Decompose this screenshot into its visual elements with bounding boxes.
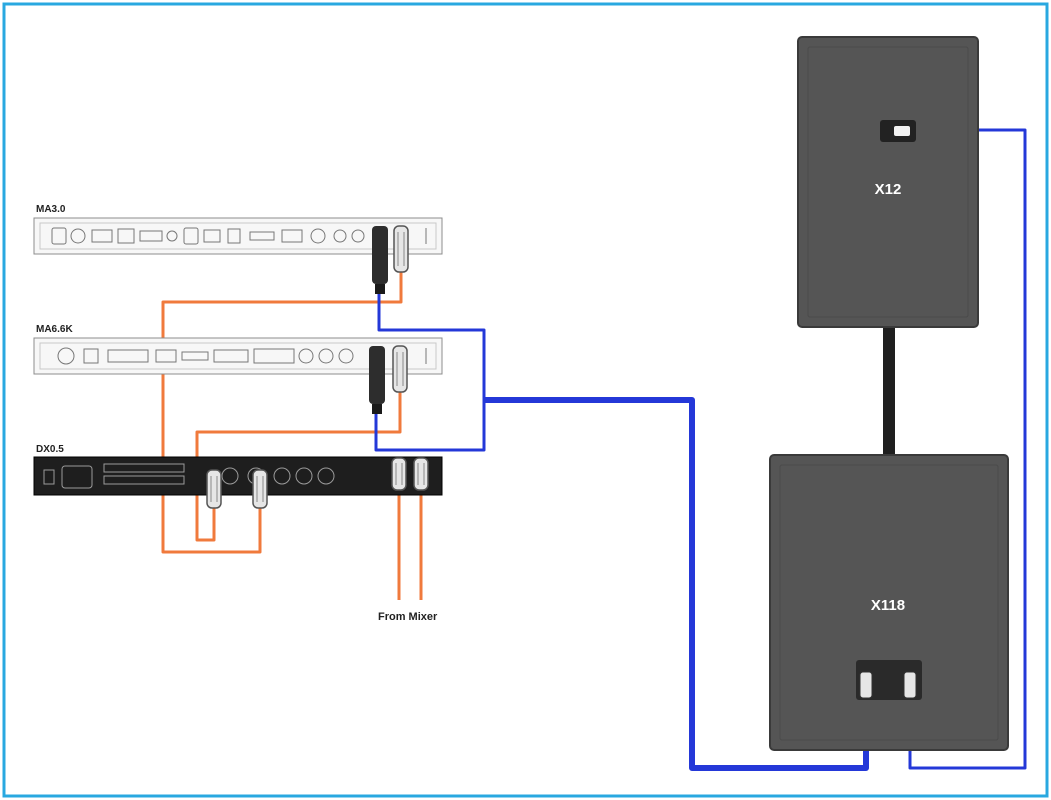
speaker-x12-input-jack <box>880 120 916 142</box>
speaker-label-x118: X118 <box>871 597 905 614</box>
dx05-xlr-out-connector-1 <box>206 469 222 509</box>
blue-cable-ma30-out <box>377 292 486 400</box>
ma30-xlr-in-connector <box>393 225 409 273</box>
ma66k-speakon-out-connector <box>369 346 385 414</box>
speaker-x118: X118 <box>769 454 1009 751</box>
ma66k-panel-components <box>57 347 427 365</box>
dx05-panel-components <box>43 463 335 489</box>
speaker-label-x12: X12 <box>875 181 902 198</box>
device-ma30: MA3.0 <box>33 204 443 294</box>
ma30-speakon-out-connector <box>372 226 388 294</box>
dx05-xlr-out-connector-2 <box>252 469 268 509</box>
ma66k-inner-outline <box>39 342 437 370</box>
ma66k-xlr-in-connector <box>392 345 408 393</box>
caption-from-mixer: From Mixer <box>378 611 438 623</box>
speaker-x12-cabinet <box>797 36 979 328</box>
ma30-inner-outline <box>39 222 437 250</box>
dx05-xlr-in-connector-1 <box>391 457 407 491</box>
speaker-x12: X12 <box>797 36 979 328</box>
device-label-ma30: MA3.0 <box>36 204 66 215</box>
dx05-xlr-in-connector-2 <box>413 457 429 491</box>
speaker-x12-face <box>807 46 969 318</box>
ma30-panel-components <box>51 227 427 245</box>
cables-orange <box>161 272 423 600</box>
speaker-x118-cabinet <box>769 454 1009 751</box>
speaker-x118-input-jack <box>859 671 873 699</box>
orange-cable-ma30-to-dx05 <box>161 272 403 554</box>
speaker-pole <box>883 326 895 456</box>
speaker-x118-link-jack <box>903 671 917 699</box>
device-dx05: DX0.5 <box>33 444 443 509</box>
blue-cable-ma66k-out <box>374 400 486 452</box>
device-ma66k: MA6.6K <box>33 324 443 414</box>
device-label-dx05: DX0.5 <box>36 444 64 455</box>
speaker-x118-face <box>779 464 999 741</box>
device-label-ma66k: MA6.6K <box>36 324 73 335</box>
